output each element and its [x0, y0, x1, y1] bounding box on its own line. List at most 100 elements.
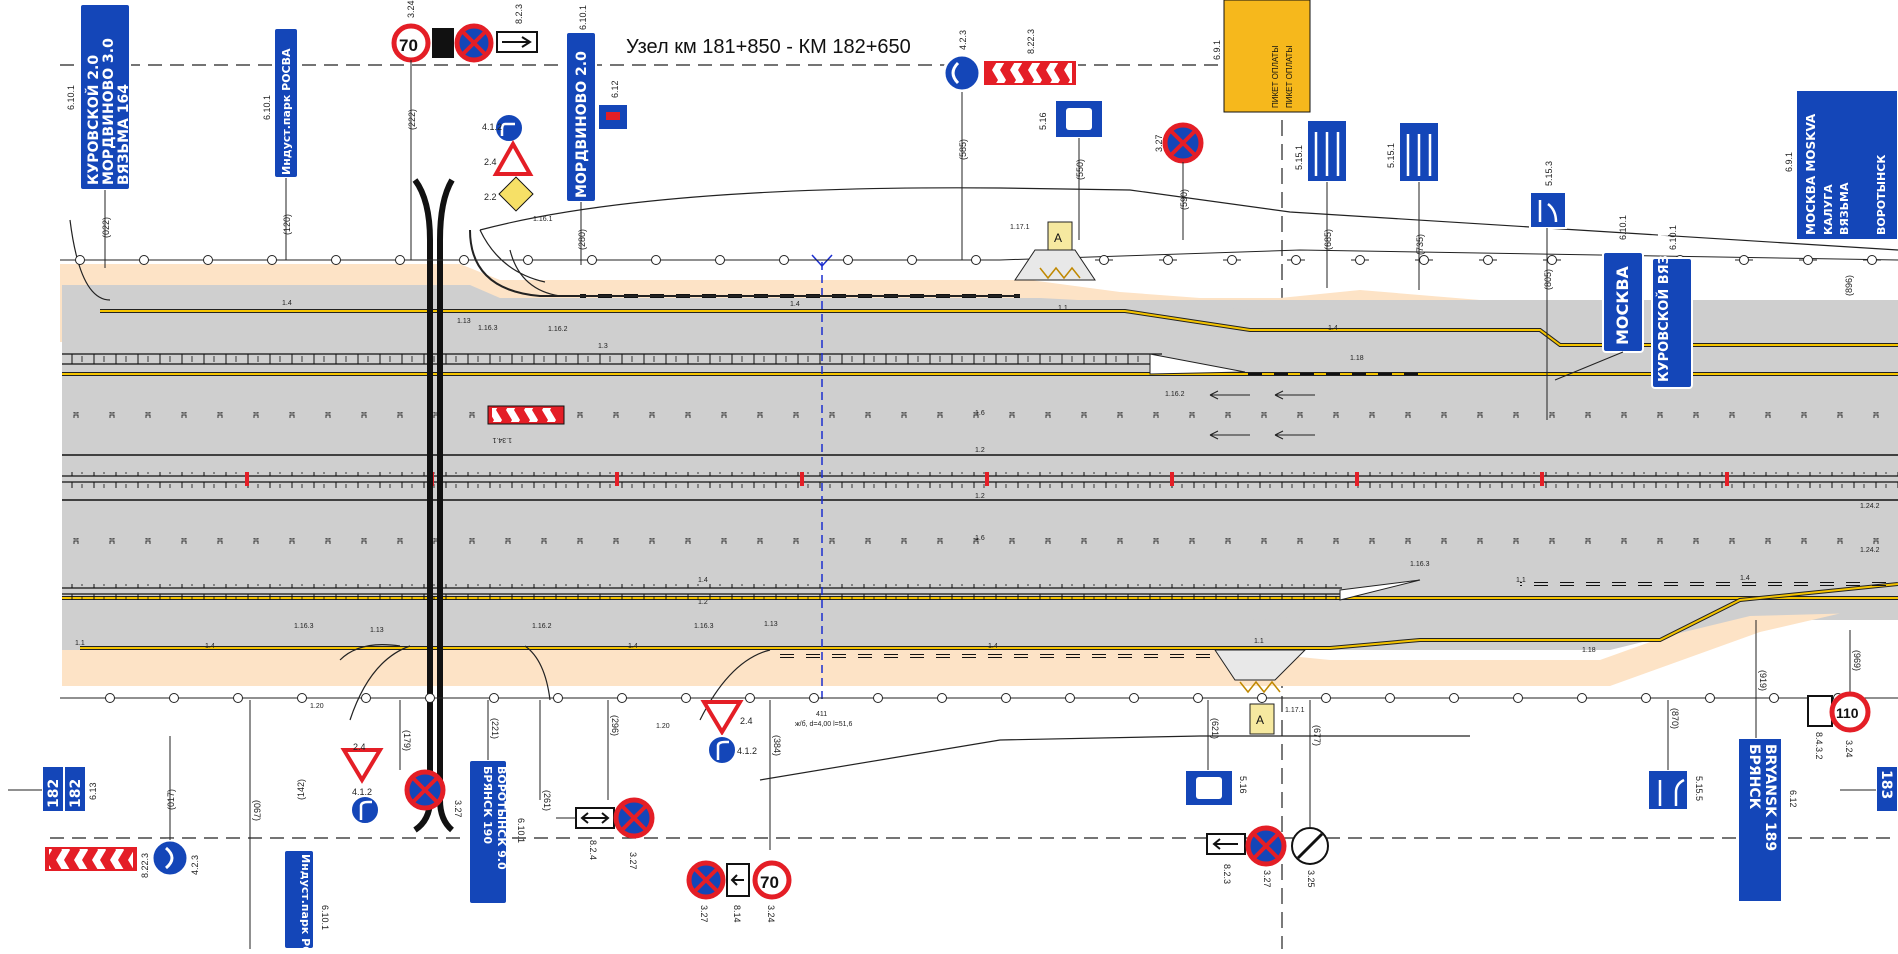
delineator-post: [1385, 693, 1395, 703]
svg-text:3.27: 3.27: [453, 800, 463, 818]
delineator-post: [1769, 693, 1779, 703]
svg-text:1.16.3: 1.16.3: [478, 325, 498, 332]
svg-text:5.15.3: 5.15.3: [1544, 161, 1554, 186]
svg-text:(870): (870): [1670, 708, 1680, 729]
svg-text:(261): (261): [542, 790, 552, 811]
svg-text:(805): (805): [1543, 269, 1553, 290]
sign-5-16: 5.16 (550): [1038, 99, 1104, 240]
svg-text:(677): (677): [1312, 725, 1322, 746]
svg-text:БРЯНСК 190: БРЯНСК 190: [481, 766, 494, 844]
scheme-title: Узел км 181+850 - КМ 182+650: [626, 36, 911, 58]
svg-text:ВОРОТЫНСК 9.0: ВОРОТЫНСК 9.0: [495, 766, 508, 870]
svg-text:1.13: 1.13: [457, 318, 471, 325]
svg-text:МОСКВА MOSKVA: МОСКВА MOSKVA: [1804, 113, 1818, 235]
delineator-post: [361, 693, 371, 703]
sign-6-10-1-mordvinovo: МОРДВИНОВО 2.0 6.10.1 (280): [565, 5, 597, 265]
delineator-post: [1803, 255, 1813, 265]
svg-text:ВЯЗЬМА: ВЯЗЬМА: [1838, 182, 1851, 235]
svg-text:1.16.3: 1.16.3: [694, 623, 714, 630]
sign-group-4-1-2-mid: 2.4 4.1.2 (384): [700, 700, 782, 850]
svg-text:4.1.2: 4.1.2: [737, 746, 757, 756]
toll-island-lower: A: [1214, 649, 1307, 735]
svg-text:(969): (969): [1852, 650, 1862, 671]
svg-text:1.2: 1.2: [975, 493, 985, 500]
svg-text:183: 183: [1878, 770, 1894, 799]
svg-text:70: 70: [760, 873, 779, 892]
delineator-post: [267, 255, 277, 265]
svg-text:1.4: 1.4: [1740, 575, 1750, 582]
lane-arrows: [1209, 390, 1315, 440]
delineator-post: [745, 693, 755, 703]
svg-text:1.4: 1.4: [282, 300, 292, 307]
sign-3-27-bottom-b: 3.27 (296): [607, 700, 655, 870]
svg-text:(550): (550): [1075, 159, 1085, 180]
svg-text:3.27: 3.27: [628, 852, 638, 870]
svg-text:1.34.1: 1.34.1: [492, 436, 512, 443]
sign-6-10-1-rosva: Индуст.парк РОСВА 6.10.1 (120): [262, 27, 299, 260]
svg-text:6.10.1: 6.10.1: [320, 905, 330, 930]
svg-text:2.4: 2.4: [740, 716, 753, 726]
delineator-post: [553, 693, 563, 703]
svg-text:3.27: 3.27: [699, 905, 709, 923]
svg-text:1.16.3: 1.16.3: [1410, 561, 1430, 568]
delineator-post: [809, 693, 819, 703]
svg-text:A: A: [1054, 231, 1062, 245]
delineator-post: [331, 255, 341, 265]
delineator-post: [873, 693, 883, 703]
delineator-post: [1547, 255, 1557, 265]
svg-text:(384): (384): [772, 735, 782, 756]
sign-6-13-183: 183: [1840, 765, 1898, 813]
delineator-post: [459, 255, 469, 265]
svg-text:(685): (685): [1323, 229, 1333, 250]
barrier-lower: [62, 584, 1342, 600]
sign-5-16-bottom: 5.16 (621): [1184, 700, 1248, 807]
svg-text:Индуст.парк РО: Индуст.парк РО: [299, 854, 312, 949]
svg-text:BRYANSK 189: BRYANSK 189: [1762, 744, 1778, 851]
delineator-post: [715, 255, 725, 265]
delineator-post: [1257, 693, 1267, 703]
svg-text:(022): (022): [101, 217, 111, 238]
delineator-post: [1001, 693, 1011, 703]
svg-text:ПИКЕТ ОПЛАТЫ: ПИКЕТ ОПЛАТЫ: [1285, 45, 1294, 108]
svg-text:1.18: 1.18: [1350, 355, 1364, 362]
posts-lower: [101, 693, 1847, 703]
delineator-post: [1513, 693, 1523, 703]
sign-group-speed-70-bottom: 70 3.27 8.14 3.24: [686, 860, 792, 923]
sign-6-12-small: 6.12: [597, 80, 629, 131]
svg-text:2.4: 2.4: [484, 157, 497, 167]
svg-text:1.17.1: 1.17.1: [1010, 224, 1030, 231]
delineator-post: [587, 255, 597, 265]
delineator-post: [1227, 255, 1237, 265]
svg-text:(919): (919): [1758, 670, 1768, 691]
svg-text:5.16: 5.16: [1038, 112, 1048, 130]
svg-text:КАЛУГА: КАЛУГА: [1822, 184, 1835, 235]
svg-text:1.16.3: 1.16.3: [294, 623, 314, 630]
delineator-post: [1321, 693, 1331, 703]
sign-6-13-182: 182 182 6.13: [8, 765, 98, 813]
svg-text:МОРДВИНОВО 3.0: МОРДВИНОВО 3.0: [101, 38, 117, 185]
svg-text:8.2.3: 8.2.3: [514, 4, 524, 24]
sign-3-27-bottom-a: 3.27 (179): [399, 700, 463, 818]
delineator-post: [139, 255, 149, 265]
svg-text:3.24: 3.24: [1844, 740, 1854, 758]
delineator-post: [1129, 693, 1139, 703]
sign-8-2-4: 8.2.4 (261): [539, 700, 615, 860]
svg-text:ВОРОТЫНСК: ВОРОТЫНСК: [1875, 155, 1888, 235]
svg-text:МОСКВА: МОСКВА: [1613, 265, 1632, 345]
delineator-post: [1867, 255, 1877, 265]
barrier-upper: [62, 352, 1162, 368]
delineator-post: [1483, 255, 1493, 265]
sign-5-15-1-b: 5.15.1 (735): [1386, 121, 1440, 290]
svg-text:6.9.1: 6.9.1: [1784, 152, 1794, 172]
delineator-post: [105, 693, 115, 703]
delineator-post: [203, 255, 213, 265]
svg-text:1.6: 1.6: [975, 410, 985, 417]
svg-text:(179): (179): [402, 730, 412, 751]
svg-text:ВЯЗЬМА 164: ВЯЗЬМА 164: [116, 84, 132, 185]
delineator-post: [1163, 255, 1173, 265]
delineator-post: [681, 693, 691, 703]
svg-text:ПИКЕТ ОПЛАТЫ: ПИКЕТ ОПЛАТЫ: [1271, 45, 1280, 108]
sign-8-22-3-bottom: 8.22.3: [43, 845, 150, 878]
svg-text:1.4: 1.4: [205, 643, 215, 650]
svg-text:2.4: 2.4: [353, 742, 366, 752]
